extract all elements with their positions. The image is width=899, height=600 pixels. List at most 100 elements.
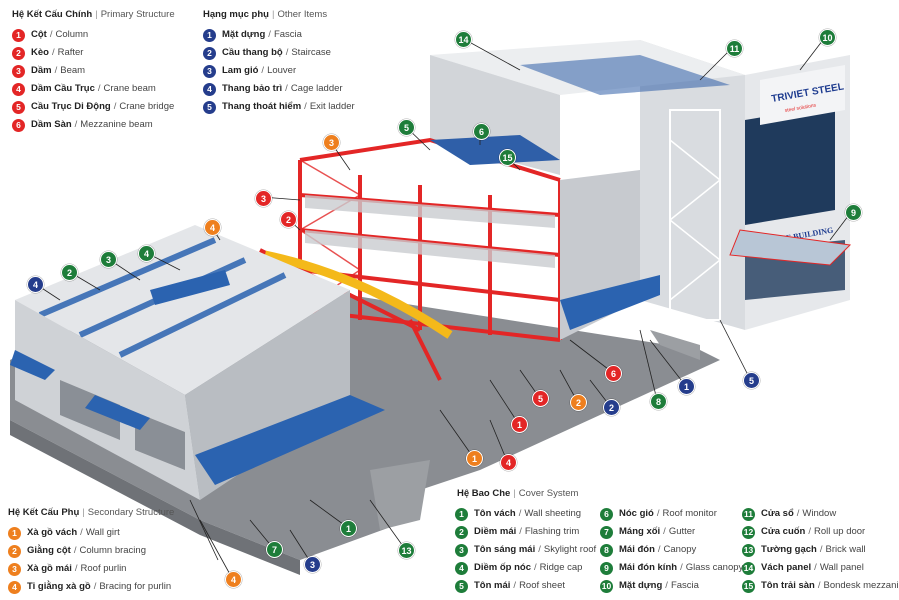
legend-cover-header: Hệ Bao Che|Cover System [457,488,579,499]
legend-number-badge: 12 [742,525,755,539]
legend-label-vi: Tôn trải sàn [761,580,815,591]
legend-number-badge: 8 [600,543,613,557]
legend-label-vi: Dầm Sàn [31,119,72,130]
callout-marker-blue: 2 [603,399,620,416]
legend-separator: / [73,545,77,556]
legend-primary-title-vi: Hệ Kết Cấu Chính [12,9,93,20]
legend-separator: / [285,47,289,58]
legend-label-en: Column [55,29,89,40]
office-building-side [640,40,745,330]
legend-label-en: Wall girt [85,527,120,538]
legend-label-vi: Nóc gió [619,508,654,519]
legend-cover-system: Hệ Bao Che|Cover System [457,485,578,505]
legend-separator: / [680,562,683,573]
legend-label-vi: Mặt dựng [619,580,663,591]
legend-label-vi: Tường gạch [761,544,817,555]
legend-number-badge: 3 [455,543,468,557]
legend-separator: / [261,65,265,76]
legend-label-en: Beam [60,65,86,76]
legend-other-header: Hạng mục phụ|Other Items [203,9,328,20]
legend-label-en: Bondesk mezzanine [823,580,899,591]
legend-label-en: Wall panel [819,562,864,573]
callout-marker-green: 4 [138,245,155,262]
callout-marker-green: 11 [726,40,743,57]
legend-separator: / [656,508,660,519]
legend-label-en: Wall sheeting [524,508,582,519]
callout-marker-red: 3 [255,190,272,207]
legend-label-en: Flashing trim [524,526,580,537]
legend-label-vi: Xà gồ vách [27,527,78,538]
legend-label-vi: Ti giằng xà gồ [27,581,91,592]
legend-label-vi: Mái đón kính [619,562,678,573]
legend-number-badge: 9 [600,561,613,575]
legend-number-badge: 4 [455,561,468,575]
legend-label-en: Roll up door [814,526,866,537]
crane-bridge [264,250,453,339]
legend-label-vi: Tôn vách [474,508,516,519]
legend-label-vi: Cầu thang bộ [222,47,283,58]
legend-cover-item: 12 Cửa cuốn/Roll up door [742,523,899,541]
legend-number-badge: 5 [12,100,25,114]
legend-other-title-en: Other Items [277,9,328,20]
legend-label-vi: Máng xối [619,526,661,537]
legend-separator: / [80,527,83,538]
legend-label-en: Staircase [291,47,331,58]
callout-marker-orange: 1 [466,450,483,467]
legend-separator: / [268,29,271,40]
legend-label-en: Crane bridge [119,101,175,112]
legend-primary-title-en: Primary Structure [100,9,175,20]
legend-number-badge: 4 [12,82,25,96]
legend-separator: / [74,563,78,574]
legend-separator: / [808,526,811,537]
legend-separator: / [97,83,101,94]
legend-label-vi: Cửa cuốn [761,526,806,537]
legend-label-en: Exit ladder [309,101,355,112]
legend-primary-header: Hệ Kết Cấu Chính|Primary Structure [12,9,175,20]
legend-other-title-vi: Hạng mục phụ [203,9,269,20]
canopy-warehouse [195,395,385,485]
legend-number-badge: 3 [203,64,216,78]
legend-number-badge: 2 [8,544,21,558]
legend-separator: / [518,508,522,519]
legend-number-badge: 13 [742,543,755,557]
legend-secondary-title-vi: Hệ Kết Cấu Phụ [8,507,80,518]
legend-label-vi: Kèo [31,47,49,58]
callout-marker-blue: 4 [27,276,44,293]
legend-label-en: Fascia [273,29,302,40]
callout-marker-green: 7 [266,541,283,558]
callout-marker-blue: 5 [743,372,760,389]
warehouse-roof [15,225,350,395]
canopy-blue [560,275,660,330]
legend-separator: / [534,562,537,573]
legend-label-en: Ridge cap [539,562,583,573]
legend-secondary-header: Hệ Kết Cấu Phụ|Secondary Structure [8,507,175,518]
legend-separator: / [54,65,58,76]
legend-label-vi: Lam gió [222,65,259,76]
legend-number-badge: 6 [600,507,613,521]
legend-label-vi: Mặt dựng [222,29,266,40]
legend-separator: / [93,581,97,592]
legend-label-vi: Giằng cột [27,545,71,556]
roll-up-door-2 [135,412,185,470]
callout-marker-red: 6 [605,365,622,382]
legend-number-badge: 3 [12,64,25,78]
callout-marker-orange: 4 [225,571,242,588]
